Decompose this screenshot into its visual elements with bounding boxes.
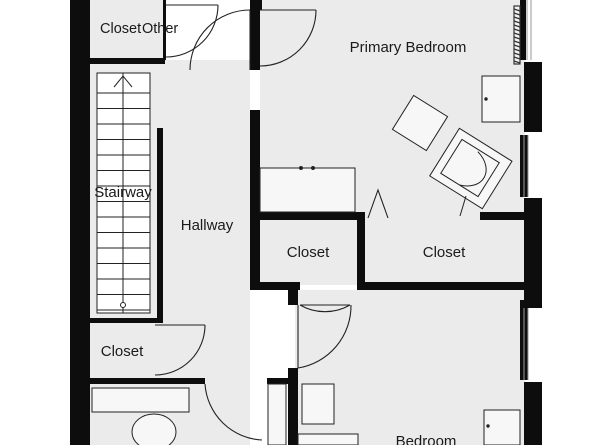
bath-tank [267, 383, 287, 445]
wall-stair-right [157, 128, 163, 323]
room-labels: Closet Other Primary Bedroom Stairway Ha… [94, 21, 466, 445]
wall-bedroom-left-lower [288, 368, 298, 445]
radiator-fin [513, 44, 521, 48]
door-other-arc [165, 4, 219, 58]
stair-start-marker [120, 302, 126, 308]
door-closet-center-arc [299, 304, 351, 313]
label-other: Other [142, 21, 178, 37]
bedroom-nightstand [483, 409, 521, 445]
nightstand [481, 75, 521, 123]
radiator-fin [513, 28, 521, 32]
radiator-fin [513, 60, 521, 64]
doors [154, 4, 389, 441]
chair-left [391, 94, 449, 152]
radiator-fin [513, 20, 521, 24]
radiator-fin [513, 12, 521, 16]
wall-right-block-1 [524, 62, 542, 132]
wall-left-outer [70, 0, 90, 445]
label-primary-bedroom: Primary Bedroom [350, 39, 467, 56]
bath-toilet [131, 413, 177, 445]
label-stairway: Stairway [94, 184, 152, 201]
dresser-knob-2 [311, 166, 315, 170]
label-closet-center: Closet [287, 244, 330, 261]
label-closet-right: Closet [423, 244, 466, 261]
radiator-fin [513, 56, 521, 60]
windows [523, 0, 532, 380]
radiator-fin [513, 36, 521, 40]
nightstand-knob [484, 97, 488, 101]
door-primary-arc [259, 9, 317, 67]
wall-closet-right-top [480, 212, 525, 220]
wall-top-segment [250, 0, 262, 10]
bedroom-desk [297, 433, 359, 445]
label-bedroom: Bedroom [396, 433, 457, 445]
door-closet-right-bifold [367, 188, 389, 219]
radiator-fins [513, 8, 521, 64]
radiator-fin [513, 16, 521, 20]
fixtures [91, 75, 521, 445]
wall-hallway-right-lower [250, 110, 260, 290]
wall-right-block-3 [524, 382, 542, 445]
lamp-stand [459, 195, 467, 217]
door-bedroom-arc [297, 304, 352, 369]
label-closet-bottom-left: Closet [101, 343, 144, 360]
label-closet-top-left: Closet [100, 21, 141, 37]
wall-closet-bottom-left-lower [90, 378, 205, 384]
door-hall-top-arc [189, 9, 251, 71]
wall-right-block-2 [524, 198, 542, 308]
wall-right-upper [520, 0, 526, 60]
bedroom-cabinet [301, 383, 335, 425]
wall-closet-top-left-bottom [90, 58, 165, 64]
bedroom-nightstand-knob [486, 424, 490, 428]
wall-closet-center-right [357, 212, 365, 290]
label-hallway: Hallway [181, 217, 234, 234]
wall-hallway-right [250, 0, 260, 70]
dresser [259, 167, 356, 213]
radiator-fin [513, 24, 521, 28]
stairway [96, 72, 151, 314]
radiator-fin [513, 48, 521, 52]
bath-vanity [91, 387, 190, 413]
wall-closet-center-top [260, 212, 365, 220]
radiator [513, 5, 521, 65]
radiator-fin [513, 8, 521, 12]
wall-bedroom-left [288, 285, 298, 305]
door-closet-bl-arc [154, 324, 206, 376]
radiator-fin [513, 40, 521, 44]
wall-closet-other-divider [163, 0, 166, 60]
radiator-fin [513, 32, 521, 36]
armchair-seat-curve [459, 151, 487, 187]
radiator-fin [513, 52, 521, 56]
door-bath-arc [204, 383, 263, 441]
armchair [429, 127, 513, 210]
wall-stair-bottom [90, 318, 163, 323]
wall-bath-partition [267, 378, 292, 384]
dresser-knob-1 [299, 166, 303, 170]
floor-closet-top-left [90, 0, 165, 60]
wall-closet-center-bottom [250, 282, 300, 290]
wall-bedroom-top [357, 282, 525, 290]
